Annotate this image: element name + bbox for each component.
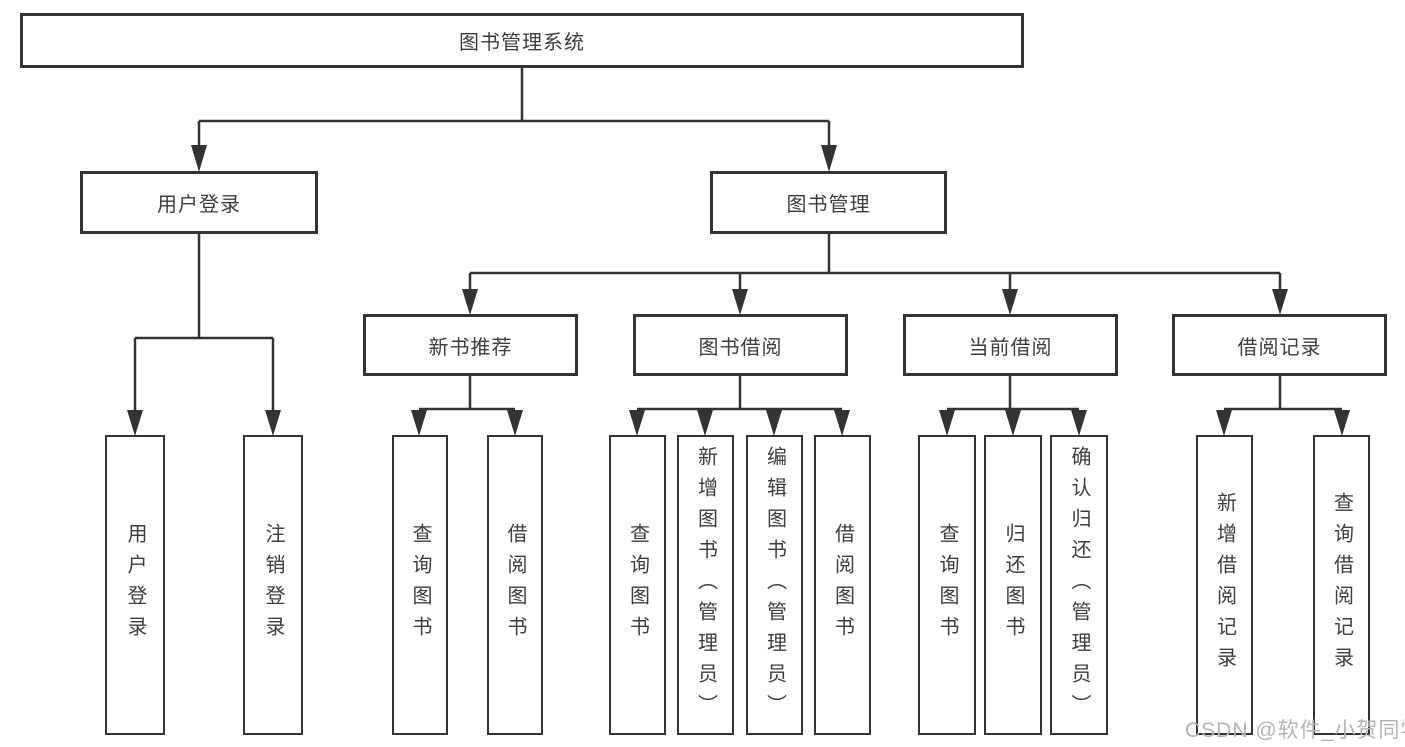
node-label: 用户登录 — [157, 194, 241, 216]
node-new-book-recommend: 新书推荐 — [363, 314, 578, 376]
node-label: 查询图书 — [409, 523, 431, 647]
node-label: 借阅图书 — [831, 523, 854, 647]
node-label: 归还图书 — [1002, 523, 1024, 647]
node-current-borrow: 当前借阅 — [903, 314, 1118, 376]
node-label: 确认归还（管理员） — [1068, 445, 1090, 725]
leaf-query-books-borrow: 查询图书 — [609, 435, 666, 735]
leaf-query-books-recommend: 查询图书 — [392, 435, 448, 735]
node-label: 新增借阅记录 — [1213, 492, 1236, 678]
node-label: 查询借阅记录 — [1330, 492, 1353, 678]
connector-current-borrow-to-leaves — [939, 376, 1087, 436]
leaf-query-books-current: 查询图书 — [918, 435, 976, 735]
node-label: 查询图书 — [936, 523, 958, 647]
node-user-login: 用户登录 — [80, 171, 318, 234]
leaf-add-book-admin: 新增图书（管理员） — [677, 435, 734, 735]
leaf-return-books: 归还图书 — [984, 435, 1042, 735]
node-label: 查询图书 — [626, 523, 649, 647]
node-label: 图书管理 — [786, 194, 871, 216]
node-label: 当前借阅 — [968, 336, 1053, 359]
node-borrow-records: 借阅记录 — [1172, 314, 1387, 376]
csdn-watermark: CSDN @软件_小贺同学 — [1185, 719, 1405, 742]
node-label: 用户登录 — [124, 523, 146, 647]
node-label: 新书推荐 — [428, 336, 513, 359]
node-library-system: 图书管理系统 — [20, 13, 1024, 68]
connector-new-book-recommend-to-leaves — [411, 376, 523, 436]
node-label: 图书借阅 — [698, 336, 783, 359]
node-label: 编辑图书（管理员） — [763, 445, 786, 725]
node-label: 注销登录 — [262, 523, 284, 647]
node-label: 新增图书（管理员） — [694, 445, 717, 725]
node-label: 图书管理系统 — [459, 32, 585, 54]
leaf-query-borrow-record: 查询借阅记录 — [1313, 435, 1370, 735]
node-book-borrow: 图书借阅 — [633, 314, 848, 376]
connector-book-management-to-level2 — [462, 234, 1288, 315]
connector-borrow-records-to-leaves — [1216, 376, 1350, 436]
leaf-borrow-books: 借阅图书 — [814, 435, 871, 735]
leaf-confirm-return-admin: 确认归还（管理员） — [1050, 435, 1108, 735]
leaf-logout: 注销登录 — [243, 435, 303, 735]
connector-user-login-to-leaves — [127, 234, 281, 436]
node-label: 借阅图书 — [504, 523, 526, 647]
leaf-edit-book-admin: 编辑图书（管理员） — [746, 435, 803, 735]
leaf-borrow-books-recommend: 借阅图书 — [487, 435, 543, 735]
connector-root-to-level1 — [191, 68, 837, 172]
connector-book-borrow-to-leaves — [629, 376, 850, 436]
node-book-management: 图书管理 — [710, 171, 947, 234]
leaf-user-login: 用户登录 — [105, 435, 165, 735]
node-label: 借阅记录 — [1237, 336, 1322, 359]
leaf-add-borrow-record: 新增借阅记录 — [1196, 435, 1253, 735]
